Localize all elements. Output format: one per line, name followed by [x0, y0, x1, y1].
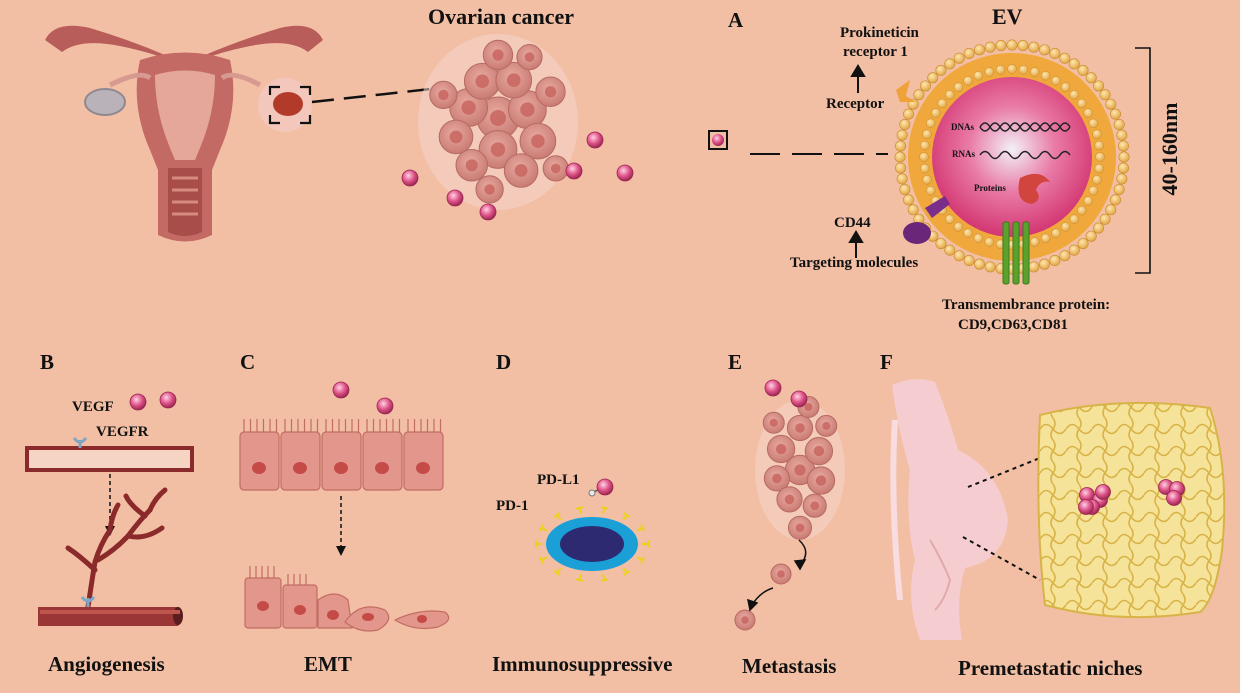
ev-title: EV: [992, 4, 1023, 29]
vesicle: [376, 397, 394, 415]
vesicle: [1078, 499, 1094, 515]
pd1-receptor: [636, 556, 645, 564]
metastatic-tumor: [734, 396, 845, 631]
metastasis-arrows: [747, 539, 807, 612]
protein-icon: [1018, 173, 1050, 204]
emt-caption: EMT: [304, 652, 352, 676]
pd1-receptor: [539, 556, 548, 564]
vesicle: [401, 169, 419, 187]
epithelial-cell: [239, 431, 280, 491]
pd1-receptor: [575, 506, 584, 514]
vesicle: [129, 393, 147, 411]
epithelial-cell: [403, 431, 444, 491]
vesicle: [1095, 484, 1111, 500]
vesicle: [446, 189, 464, 207]
pd-l1-vesicle: [596, 478, 614, 496]
receptor-name-line2: receptor 1: [843, 44, 908, 60]
targeting-label: Targeting molecules: [790, 255, 919, 271]
proteins-label: Proteins: [974, 183, 1006, 193]
dna-strand: [979, 122, 1071, 132]
pd1-receptor: [600, 506, 609, 514]
metastasis-vesicles: [764, 379, 808, 408]
vesicle: [1166, 490, 1182, 506]
panel-label-c: C: [240, 350, 256, 374]
pd1-receptor: [539, 524, 548, 532]
pd1-receptor: [600, 574, 609, 582]
vesicle: [159, 391, 177, 409]
receptor-label: Receptor: [826, 96, 885, 112]
targeting-name: CD44: [834, 215, 871, 231]
vesicle: [565, 162, 583, 180]
rnas-label: RNAs: [952, 149, 976, 159]
rna-strand: [979, 150, 1071, 160]
angiogenesis-vesicles: [129, 391, 177, 411]
angiogenesis-caption: Angiogenesis: [48, 652, 165, 676]
epithelial-cells: [239, 419, 444, 491]
pd1-receptor: [622, 512, 631, 521]
pd-1-label: PD-1: [496, 498, 529, 514]
panel-label-b: B: [40, 350, 55, 374]
vesicle-particles: [401, 131, 634, 221]
epithelial-cell: [362, 431, 403, 491]
vesicle: [332, 381, 350, 399]
receptor-name-line1: Prokineticin: [840, 25, 919, 41]
ovarian-cancer-title: Ovarian cancer: [428, 4, 575, 29]
vesicle: [616, 164, 634, 182]
pd1-receptor: [535, 540, 542, 548]
vesicle: [479, 203, 497, 221]
emt-vesicles: [332, 381, 394, 415]
premetastatic-caption: Premetastatic niches: [958, 656, 1143, 680]
metastasis-caption: Metastasis: [742, 654, 837, 678]
panel-label-f: F: [880, 350, 893, 374]
vesicle: [790, 390, 808, 408]
targeting-molecule-icon: [903, 222, 931, 244]
pd1-receptor: [575, 574, 584, 582]
omentum: [1037, 401, 1226, 619]
panel-label-e: E: [728, 350, 743, 374]
size-scale-bracket: [1135, 47, 1151, 274]
transmembrane-line2: CD9,CD63,CD81: [958, 317, 1068, 333]
emt-illustration: [239, 419, 450, 632]
immunosuppressive-caption: Immunosuppressive: [492, 652, 673, 676]
pd1-receptor: [553, 512, 562, 521]
pd1-receptor: [553, 567, 562, 576]
pd1-receptor: [622, 567, 631, 576]
immune-cell-illustration: [535, 486, 649, 582]
pd1-receptor: [642, 540, 649, 548]
vegf-label: VEGF: [72, 399, 114, 415]
vesicle: [764, 379, 782, 397]
premetastatic-niche-illustration: [890, 379, 1226, 640]
epithelial-cell: [321, 431, 362, 491]
pd-l1-label: PD-L1: [537, 472, 580, 488]
angiogenesis-illustration: [25, 437, 194, 626]
dnas-label: DNAs: [951, 122, 975, 132]
pd1-receptor: [636, 524, 645, 532]
size-label: 40-160nm: [1157, 102, 1182, 196]
tumor-cluster: [418, 34, 578, 210]
uterus-illustration: [45, 25, 441, 242]
vesicle: [586, 131, 604, 149]
vesicle: [596, 478, 614, 496]
receptor-icon: [896, 80, 916, 102]
panel-label-a: A: [728, 8, 744, 32]
transmembrane-protein-icon: [1002, 221, 1030, 285]
niche-vesicles: [1078, 479, 1185, 515]
transmembrane-line1: Transmembrance protein:: [942, 297, 1111, 313]
panel-label-d: D: [496, 350, 512, 374]
extracellular-vesicle-diagram: [708, 39, 1151, 285]
epithelial-cell: [280, 431, 321, 491]
vegfr-label: VEGFR: [96, 424, 149, 440]
